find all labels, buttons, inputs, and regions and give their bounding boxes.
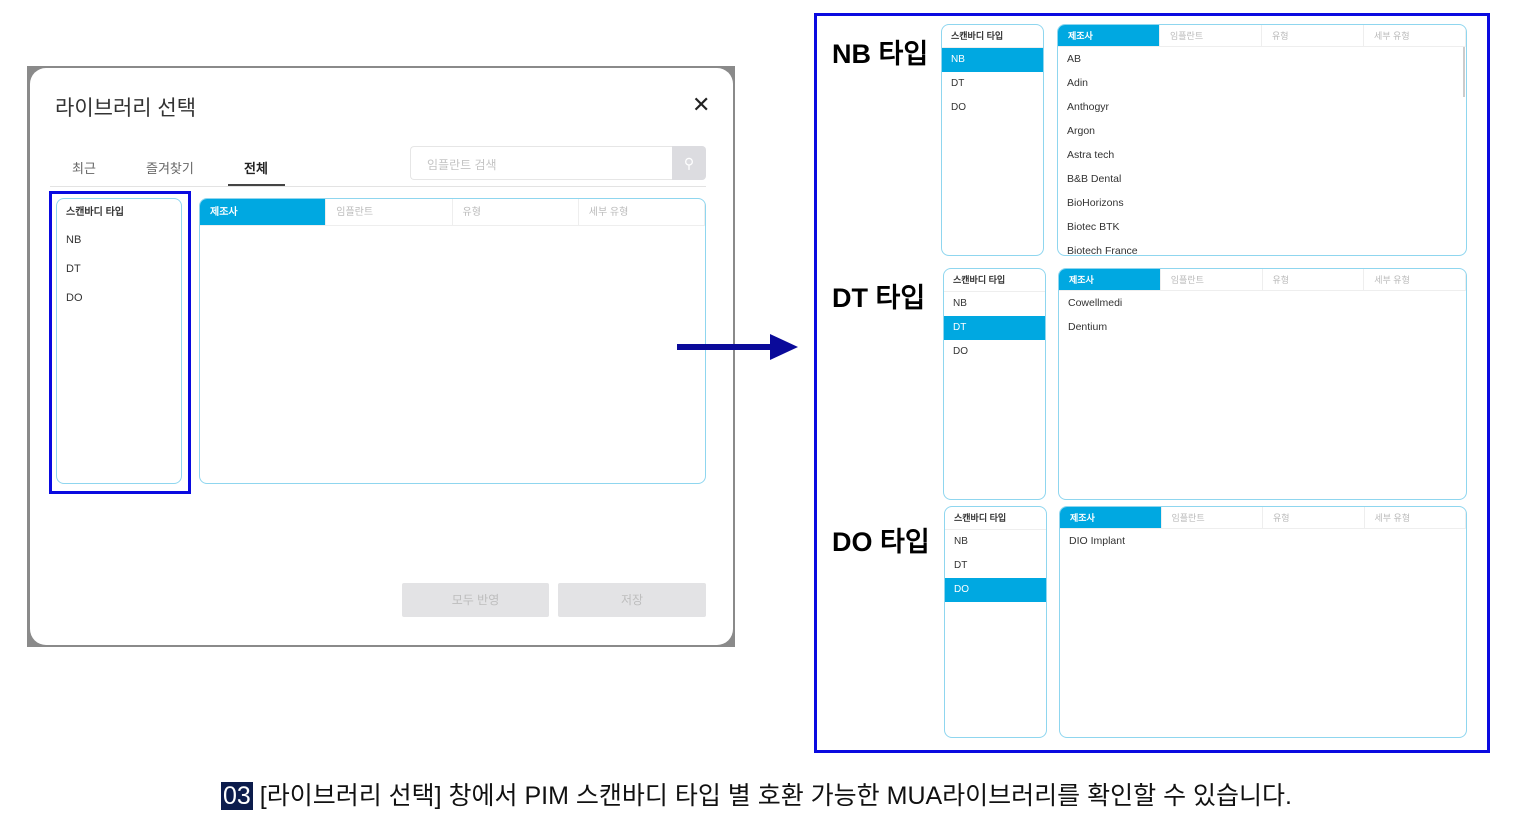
col-subtype[interactable]: 세부 유형 [1365, 507, 1466, 528]
scanbody-item-do[interactable]: DO [951, 102, 966, 113]
active-tab-indicator [228, 184, 285, 186]
caption-number: 03 [221, 782, 253, 810]
scanbody-item-dt[interactable]: DT [954, 560, 968, 571]
scanbody-item-dt[interactable]: DT [951, 78, 965, 89]
tab-favorites[interactable]: 즐겨찾기 [146, 161, 194, 176]
manufacturer-row[interactable]: AB [1067, 53, 1082, 65]
scanbody-item-do[interactable]: DO [953, 346, 968, 357]
close-icon[interactable]: ✕ [692, 92, 711, 117]
col-manufacturer[interactable]: 제조사 [1058, 25, 1160, 46]
col-implant[interactable]: 임플란트 [1162, 507, 1263, 528]
save-button[interactable]: 저장 [558, 583, 706, 617]
examples-frame [814, 13, 1490, 753]
scanbody-item-nb[interactable]: NB [942, 48, 1043, 72]
arrow-right-icon [677, 334, 798, 360]
manufacturer-row[interactable]: Astra tech [1067, 149, 1115, 161]
scanbody-item-nb[interactable]: NB [954, 536, 968, 547]
manufacturer-row[interactable]: Biotec BTK [1067, 221, 1120, 233]
col-subtype[interactable]: 세부 유형 [579, 199, 705, 225]
manufacturer-row[interactable]: Anthogyr [1067, 101, 1110, 113]
scanbody-header: 스캔바디 타입 [66, 207, 124, 218]
implant-search-input[interactable]: 임플란트 검색 [410, 146, 673, 180]
scanbody-header: 스캔바디 타입 [944, 269, 1045, 292]
scanbody-item-do[interactable]: DO [945, 578, 1046, 602]
manufacturer-row[interactable]: Adin [1067, 77, 1089, 89]
col-subtype[interactable]: 세부 유형 [1364, 25, 1466, 46]
caption: 03 [라이브러리 선택] 창에서 PIM 스캔바디 타입 별 호환 가능한 M… [0, 776, 1513, 812]
col-manufacturer[interactable]: 제조사 [1060, 507, 1162, 528]
manufacturer-row[interactable]: Argon [1067, 125, 1096, 137]
col-type[interactable]: 유형 [453, 199, 579, 225]
scanbody-header: 스캔바디 타입 [945, 507, 1046, 530]
search-button[interactable]: ⚲ [672, 146, 706, 180]
col-manufacturer[interactable]: 제조사 [1059, 269, 1161, 290]
caption-text: [라이브러리 선택] 창에서 PIM 스캔바디 타입 별 호환 가능한 MUA라… [252, 782, 1292, 810]
scanbody-type-list-dt: 스캔바디 타입 NB DT DO [943, 268, 1046, 500]
col-implant[interactable]: 임플란트 [1160, 25, 1262, 46]
search-icon: ⚲ [683, 155, 695, 171]
col-type[interactable]: 유형 [1263, 269, 1365, 290]
scanbody-type-list: 스캔바디 타입 NB DT DO [56, 198, 182, 484]
col-type[interactable]: 유형 [1262, 25, 1364, 46]
scanbody-item-dt[interactable]: DT [66, 263, 81, 275]
library-table: 제조사 임플란트 유형 세부 유형 [199, 198, 706, 484]
group-label-do: DO 타입 [832, 527, 930, 557]
col-implant[interactable]: 임플란트 [1161, 269, 1263, 290]
col-type[interactable]: 유형 [1263, 507, 1365, 528]
manufacturer-row[interactable]: DIO Implant [1069, 535, 1126, 547]
scanbody-item-do[interactable]: DO [66, 292, 83, 304]
apply-all-button[interactable]: 모두 반영 [402, 583, 549, 617]
group-label-dt: DT 타입 [832, 283, 926, 313]
manufacturer-row[interactable]: BioHorizons [1067, 197, 1124, 209]
highlight-box [49, 191, 191, 494]
scanbody-item-dt[interactable]: DT [944, 316, 1045, 340]
manufacturer-row[interactable]: B&B Dental [1067, 173, 1122, 185]
col-implant[interactable]: 임플란트 [326, 199, 453, 225]
tab-recent[interactable]: 최근 [72, 161, 96, 176]
scanbody-type-list-do: 스캔바디 타입 NB DT DO [944, 506, 1047, 738]
manufacturer-row[interactable]: Cowellmedi [1068, 297, 1123, 309]
col-manufacturer[interactable]: 제조사 [200, 199, 327, 225]
scrollbar[interactable] [1463, 47, 1465, 97]
dialog-title: 라이브러리 선택 [55, 97, 197, 120]
group-label-nb: NB 타입 [832, 39, 929, 69]
scanbody-header: 스캔바디 타입 [942, 25, 1043, 48]
scanbody-item-nb[interactable]: NB [953, 298, 967, 309]
col-subtype[interactable]: 세부 유형 [1364, 269, 1466, 290]
tab-all[interactable]: 전체 [244, 161, 268, 176]
tab-divider [50, 186, 706, 187]
scanbody-item-nb[interactable]: NB [66, 234, 82, 246]
manufacturer-row[interactable]: Biotech France [1067, 245, 1138, 256]
manufacturer-row[interactable]: Dentium [1068, 321, 1108, 333]
